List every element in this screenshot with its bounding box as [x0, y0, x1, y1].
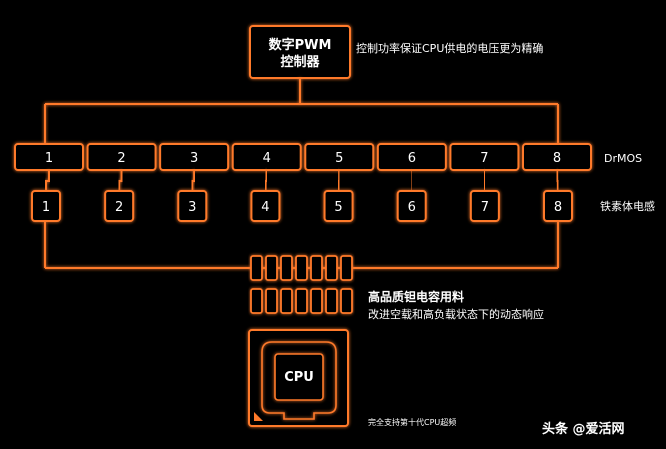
cpu-chip: CPU — [248, 329, 349, 427]
watermark: 头条 @爱活网 — [542, 421, 625, 437]
connector-2 — [118, 170, 123, 191]
capacitor-12 — [310, 288, 323, 314]
capacitor-6 — [325, 255, 338, 281]
connector-8 — [556, 170, 559, 191]
inductor-box-7 — [469, 190, 500, 222]
drmos-number-6: 6 — [408, 151, 416, 166]
cpu-note: 完全支持第十代CPU超频 — [368, 417, 456, 427]
capacitor-title: 高品质钽电容用料 — [368, 289, 464, 304]
connector-1 — [45, 170, 50, 191]
connector-3 — [191, 170, 196, 191]
cpu-die — [274, 353, 324, 401]
drmos-inductor-connectors — [45, 170, 559, 191]
drmos-number-8: 8 — [553, 151, 561, 166]
inductor-number-7: 7 — [481, 200, 489, 215]
connector-5 — [337, 170, 341, 191]
capacitor-8 — [250, 288, 263, 314]
capacitor-2 — [265, 255, 278, 281]
capacitor-4 — [295, 255, 308, 281]
pwm-controller-note: 控制功率保证CPU供电的电压更为精确 — [356, 41, 543, 55]
inductor-number-4: 4 — [261, 200, 269, 215]
drmos-label: DrMOS — [604, 152, 642, 165]
connector-4 — [264, 170, 268, 191]
pwm-controller-line1: 数字PWM — [269, 37, 332, 53]
pwm-controller: 数字PWM 控制器 — [249, 25, 351, 79]
inductor-box-6 — [396, 190, 427, 222]
inductor-box-8 — [543, 190, 573, 222]
drmos-row: 1 2 3 4 5 6 7 8 — [14, 143, 592, 171]
drmos-number-1: 1 — [45, 151, 53, 166]
inductor-box-2 — [104, 190, 135, 222]
inductor-box-5 — [323, 190, 354, 222]
inductor-row: 1 2 3 4 5 6 7 8 — [31, 190, 573, 222]
inductor-box-3 — [177, 190, 208, 222]
drmos-number-4: 4 — [263, 151, 271, 166]
capacitor-14 — [340, 288, 353, 314]
capacitor-7 — [340, 255, 353, 281]
inductor-box-4 — [250, 190, 281, 222]
capacitor-10 — [280, 288, 293, 314]
capacitor-13 — [325, 288, 338, 314]
capacitor-9 — [265, 288, 278, 314]
inductor-label: 铁素体电感 — [600, 199, 655, 213]
capacitor-subtitle: 改进空载和高负载状态下的动态响应 — [368, 307, 544, 321]
inductor-number-2: 2 — [115, 200, 123, 215]
pwm-controller-line2: 控制器 — [280, 54, 320, 70]
inductor-number-8: 8 — [554, 200, 562, 215]
inductor-number-6: 6 — [408, 200, 416, 215]
capacitor-bank — [250, 255, 353, 314]
cpu-pin1-marker — [254, 412, 263, 421]
cpu-inner-frame — [261, 341, 337, 420]
inductor-box-1 — [31, 190, 61, 222]
drmos-number-7: 7 — [480, 151, 488, 166]
drmos-number-5: 5 — [335, 151, 343, 166]
capacitor-11 — [295, 288, 308, 314]
drmos-number-2: 2 — [117, 151, 125, 166]
capacitor-5 — [310, 255, 323, 281]
inductor-number-3: 3 — [188, 200, 196, 215]
capacitor-3 — [280, 255, 293, 281]
inductor-number-5: 5 — [334, 200, 342, 215]
capacitor-1 — [250, 255, 263, 281]
drmos-number-3: 3 — [190, 151, 198, 166]
controller-bus — [44, 78, 559, 144]
inductor-number-1: 1 — [42, 200, 50, 215]
cpu-label: CPU — [284, 370, 314, 385]
